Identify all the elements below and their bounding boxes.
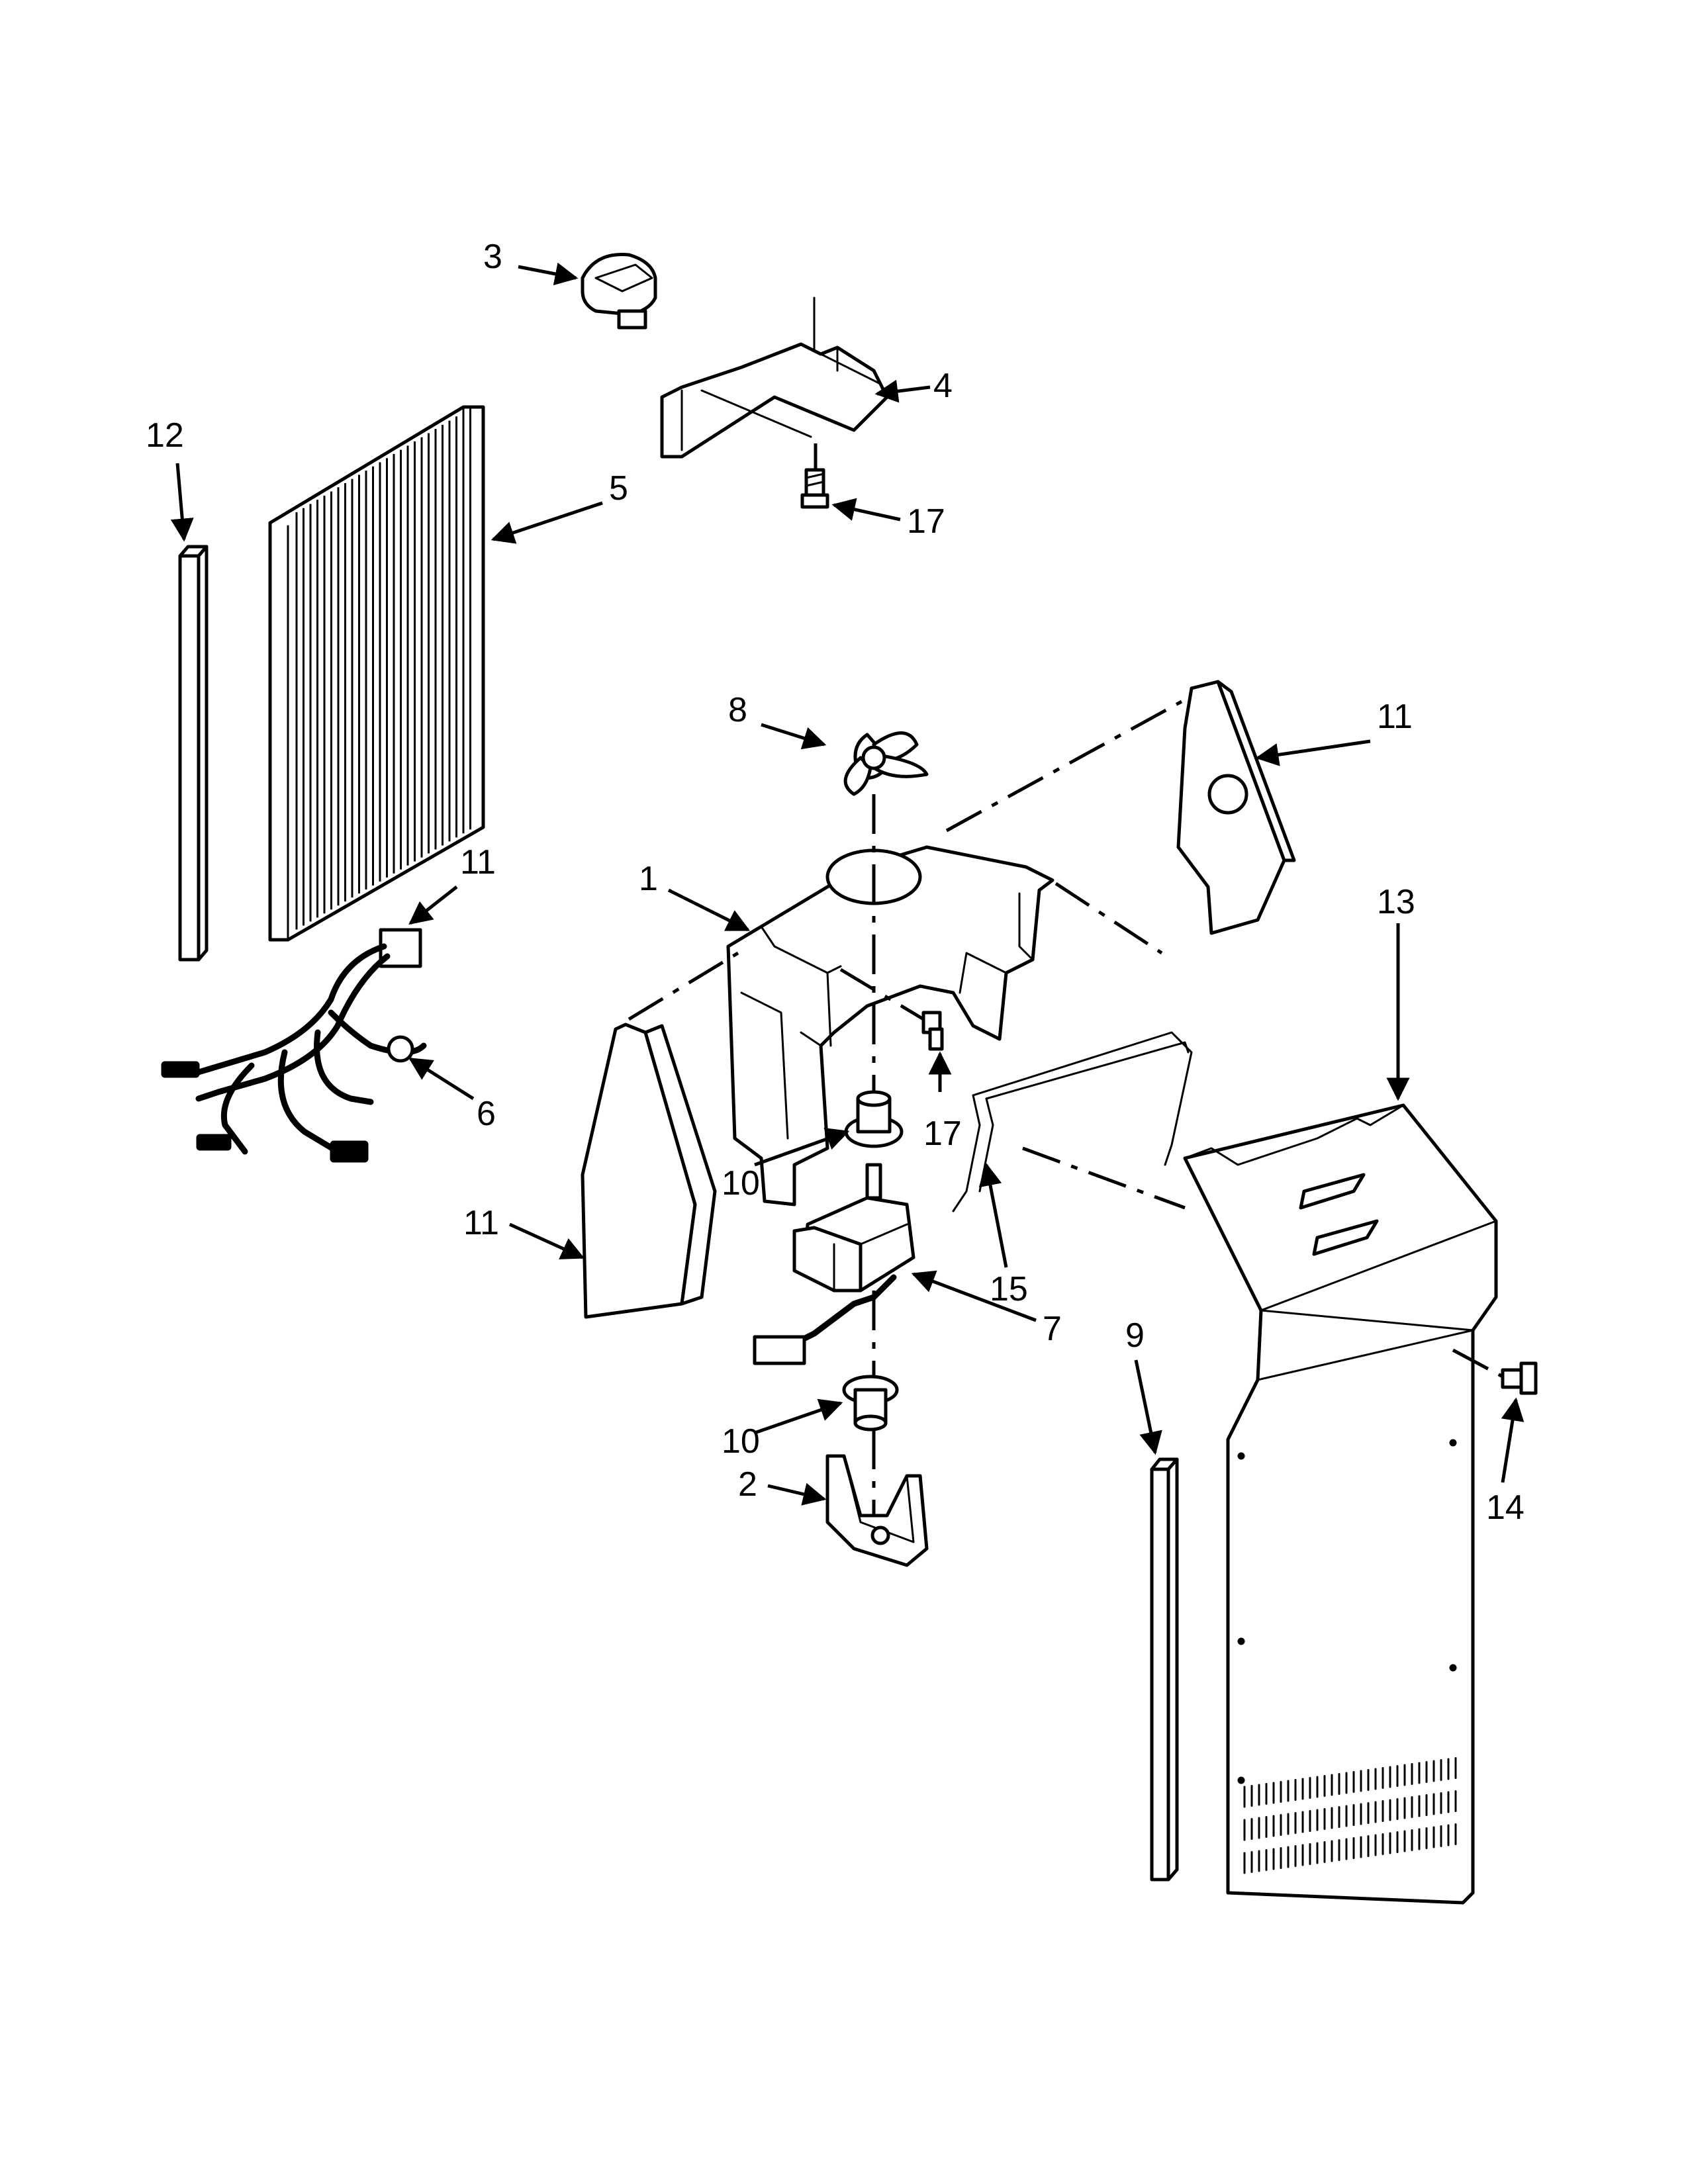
callout-5: 5: [609, 469, 628, 508]
callout-17a: 17: [907, 502, 945, 541]
part-10-bushing-upper: [844, 1090, 904, 1148]
callout-9: 9: [1125, 1316, 1145, 1355]
callout-17b: 17: [923, 1115, 962, 1153]
callout-11a: 11: [1377, 698, 1413, 736]
part-2-motor-bracket: [825, 1430, 929, 1567]
callout-10a: 10: [722, 1164, 760, 1203]
part-16-screw: [1452, 1348, 1538, 1395]
part-11-end-cap-left: [581, 1023, 717, 1319]
part-12-wire-harness: [161, 928, 427, 1163]
part-7-fan-motor: [753, 794, 915, 1377]
leader-lines: [170, 262, 1524, 1506]
part-17-screw-top: [800, 443, 829, 509]
part-4-duct-bracket: [660, 296, 889, 459]
part-15-rear-cover: [1183, 1103, 1498, 1905]
callout-7: 7: [1043, 1310, 1062, 1348]
callout-1: 1: [639, 860, 658, 898]
callout-12: 11: [460, 843, 496, 882]
part-5-grille-panel: [268, 405, 485, 942]
callout-13: 15: [990, 1270, 1028, 1308]
callout-2: 2: [738, 1465, 757, 1504]
callout-4: 4: [933, 367, 953, 405]
part-9-strip-right: [1150, 1457, 1179, 1882]
part-17-screw-middle: [839, 968, 944, 1051]
part-8-fan-blade: [843, 731, 929, 796]
part-11-end-cap-right: [1176, 680, 1296, 935]
part-3-clip: [581, 252, 657, 330]
part-14-strip-left: [178, 545, 209, 962]
callout-14: 12: [146, 416, 184, 455]
callout-3: 3: [483, 238, 502, 276]
callout-labels: 3 4 5 17 12 8 11 1 11 13 17 6 10 11 15 7…: [146, 238, 1524, 1527]
callout-8: 8: [728, 691, 747, 729]
callout-6: 6: [477, 1095, 496, 1133]
callout-11b: 11: [463, 1204, 499, 1242]
part-10-bushing-lower: [842, 1375, 899, 1432]
part-1-fan-shroud: [726, 845, 1055, 1206]
assembly-lines: [628, 700, 1186, 1210]
callout-16: 14: [1486, 1488, 1524, 1527]
callout-10b: 10: [722, 1422, 760, 1461]
callout-15: 13: [1377, 883, 1415, 921]
